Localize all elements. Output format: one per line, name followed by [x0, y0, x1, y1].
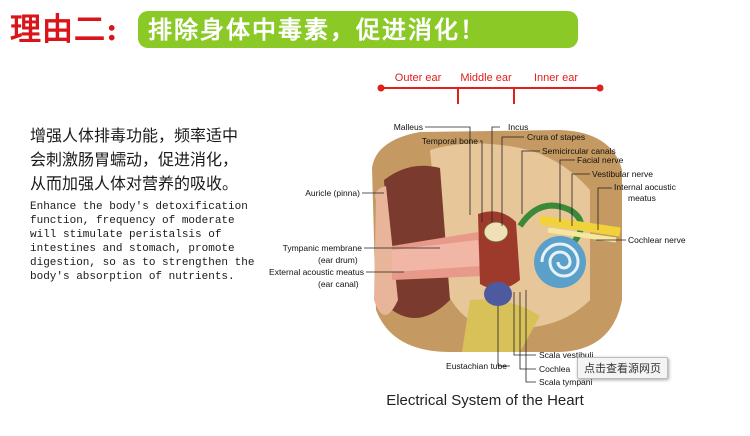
en-line: digestion, so as to strengthen the [30, 257, 255, 269]
crura-label: Crura of stapes [527, 132, 585, 142]
eustachian-tube-shape [484, 282, 512, 306]
cochlea-spiral [540, 242, 580, 278]
tympanic-label-2: (ear drum) [318, 255, 358, 265]
en-line: intestines and stomach, promote [30, 243, 235, 255]
zh-line: 会刺激肠胃蠕动，促进消化， [30, 150, 239, 169]
en-line: Enhance the body's detoxification [30, 201, 248, 213]
english-description: Enhance the body's detoxification functi… [30, 200, 275, 284]
en-line: will stimulate peristalsis of [30, 229, 222, 241]
ear-anatomy-diagram: Outer ear Middle ear Inner ear [260, 60, 710, 416]
temporal-bone-label: Temporal bone [422, 136, 479, 146]
middle-ear-label: Middle ear [460, 72, 512, 84]
cochlea-label: Cochlea [539, 364, 570, 374]
auricle-shape [374, 186, 398, 315]
eustachian-label: Eustachian tube [446, 361, 507, 371]
cochlear-nerve-label: Cochlear nerve [628, 235, 686, 245]
vestibular-nerve-shape [539, 215, 621, 237]
scala-vestibuli-label: Scala vestibuli [539, 350, 593, 360]
external-meatus-label-2: (ear canal) [318, 279, 359, 289]
tympanic-label: Tympanic membrane [283, 243, 363, 253]
external-meatus-label: External acoustic meatus [269, 267, 364, 277]
ear-diagram-svg: Outer ear Middle ear Inner ear [269, 72, 686, 409]
vestibular-nerve-label: Vestibular nerve [592, 169, 653, 179]
section-dot [596, 84, 604, 92]
facial-nerve-label: Facial nerve [577, 155, 624, 165]
outer-flesh [384, 165, 450, 318]
internal-meatus-label-2: meatus [628, 193, 656, 203]
banner-title: 排除身体中毒素，促进消化！ [148, 15, 486, 44]
semicircular-canal [517, 202, 584, 244]
incus-label: Incus [508, 122, 528, 132]
scala-tympani-label: Scala tympani [539, 377, 592, 387]
internal-meatus-label: Internal aocustic [614, 182, 677, 192]
outer-ear-label: Outer ear [395, 72, 442, 84]
en-line: function, frequency of moderate [30, 215, 235, 227]
ossicle-shape [483, 221, 509, 243]
view-source-tooltip[interactable]: 点击查看源网页 [577, 357, 668, 379]
zh-line: 从而加强人体对营养的吸收。 [30, 174, 239, 193]
inner-ear-label: Inner ear [534, 72, 578, 84]
title-banner: 排除身体中毒素，促进消化！ [138, 11, 578, 48]
chinese-description: 增强人体排毒功能，频率适中 会刺激肠胃蠕动，促进消化， 从而加强人体对营养的吸收… [30, 124, 275, 196]
semicircular-label: Semicircular canals [542, 146, 616, 156]
zh-line: 增强人体排毒功能，频率适中 [30, 126, 239, 145]
eustachian-area [462, 299, 540, 352]
diagram-caption: Electrical System of the Heart [386, 392, 584, 409]
auricle-label: Auricle (pinna) [305, 188, 360, 198]
diagram-labels: Malleus Temporal bone Incus Crura of sta… [269, 122, 686, 387]
section-dot [377, 84, 385, 92]
reason-label: 理由二: [10, 12, 119, 48]
facial-nerve-shape [547, 227, 617, 243]
leader-lines [362, 126, 626, 383]
malleus-label: Malleus [394, 122, 423, 132]
en-line: body's absorption of nutrients. [30, 271, 235, 283]
